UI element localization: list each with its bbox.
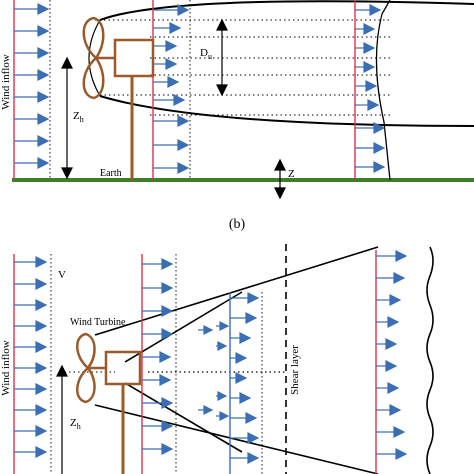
- inflow-profile: [13, 0, 51, 180]
- wake-upper-boundary: [99, 0, 474, 21]
- bottom-wind-turbine: [76, 332, 142, 474]
- wake-nose: [88, 19, 101, 97]
- turbine-nacelle: [113, 38, 155, 78]
- wake-diameter-label: Du: [200, 47, 212, 61]
- shear-layer-label: Shear layer: [289, 345, 301, 395]
- near-wake-velocity-arrows: [153, 4, 190, 174]
- wake-level-lines: [95, 19, 390, 116]
- top-wind-inflow-label: Wind inflow: [0, 54, 12, 110]
- wind-turbine-label: Wind Turbine: [70, 317, 126, 328]
- far-wake-velocity-arrows: [355, 4, 386, 173]
- wake-profile-1: [152, 0, 191, 180]
- hub-height-arrow: [61, 56, 73, 180]
- bottom-inflow-arrows: [14, 256, 48, 458]
- bottom-profile-lines: [13, 250, 377, 474]
- wake-diameter-arrow: [216, 18, 228, 97]
- bottom-far-profile-arrows: [376, 250, 408, 460]
- earth-label: Earth: [100, 168, 122, 179]
- bottom-wind-inflow-label: Wind inflow: [0, 340, 12, 396]
- bottom-panel: V Wind Turbine Wind inflow Zh Shear laye…: [0, 244, 434, 474]
- wake-profile-2: [354, 0, 391, 181]
- z-axis-arrow: [274, 158, 286, 200]
- bottom-hub-height-arrow: [56, 364, 68, 474]
- bottom-inner-cluster: [198, 325, 214, 415]
- top-panel: Wind inflow Du Zh Earth Z: [0, 0, 474, 200]
- panel-label-b: (b): [229, 217, 246, 232]
- velocity-label: V: [58, 269, 66, 281]
- wake-lower-boundary: [99, 95, 474, 127]
- bottom-turbine-blade-upper: [76, 332, 96, 370]
- top-wind-turbine: [82, 16, 155, 180]
- bottom-profile-2-arrows: [142, 258, 174, 455]
- bottom-hub-height-label: Zh: [70, 417, 81, 431]
- turbine-blade-lower: [82, 56, 105, 100]
- top-hub-height-label: Zh: [73, 110, 84, 124]
- bottom-turbine-blade-lower: [76, 366, 96, 404]
- bottom-profile-3-arrows: [230, 292, 260, 464]
- bottom-wake-deficit-arrows: [216, 321, 230, 421]
- z-axis-label: Z: [288, 168, 295, 180]
- inflow-velocity-arrows: [14, 3, 50, 169]
- wake-expansion-lines: [94, 246, 434, 474]
- turbine-blade-upper: [82, 16, 105, 60]
